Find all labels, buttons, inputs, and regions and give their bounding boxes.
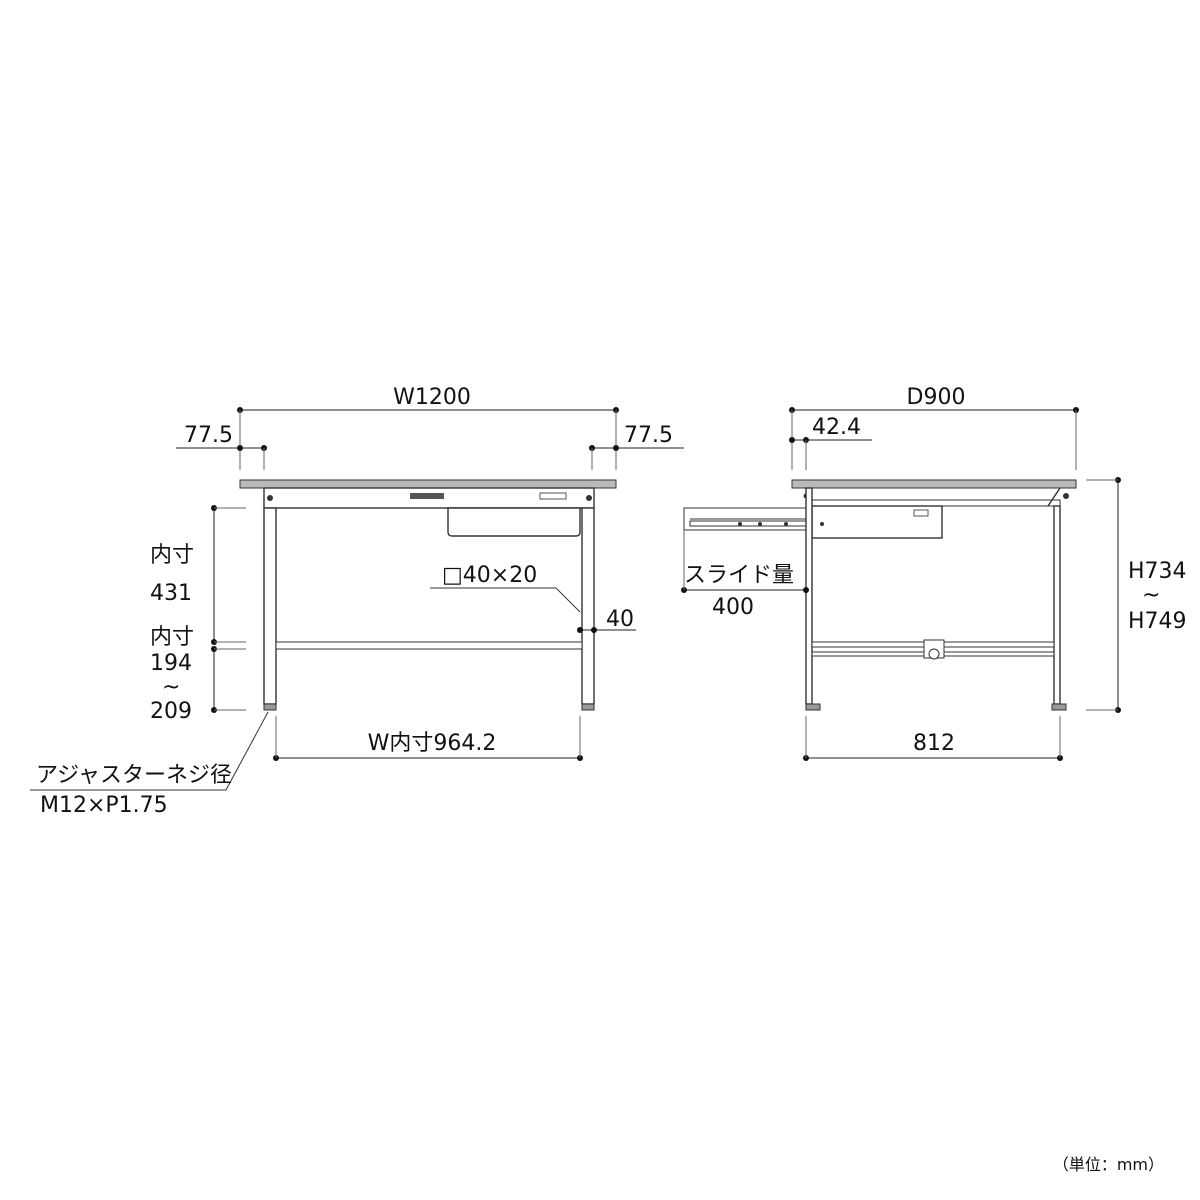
side-view: D900 42.4 スライド量 400 H734 ~ H749 812 xyxy=(681,385,1187,761)
front-drawer xyxy=(447,507,581,537)
front-leg-left xyxy=(263,507,277,705)
label-lower-inner-max: 209 xyxy=(150,699,192,724)
front-apron-bolt-left xyxy=(267,495,273,501)
side-drawer-rivet xyxy=(820,522,824,526)
leader-leg-section xyxy=(430,587,581,613)
front-leg-right xyxy=(581,507,595,705)
side-foot-front xyxy=(805,703,821,711)
label-w1200: W1200 xyxy=(393,385,471,410)
label-lower-inner-min: 194 xyxy=(150,651,192,676)
dim-dot xyxy=(591,627,597,633)
dim-dot xyxy=(613,445,619,451)
side-brace xyxy=(1047,487,1061,507)
label-left-offset: 77.5 xyxy=(184,423,233,448)
label-leg-width: 40 xyxy=(606,607,634,632)
dim-dot xyxy=(237,445,243,451)
side-leg-front xyxy=(805,487,813,705)
side-slide-rail-ball xyxy=(758,522,762,526)
front-apron-sticker xyxy=(539,492,567,500)
label-height-tilde: ~ xyxy=(1142,583,1160,608)
leader-adjuster xyxy=(30,711,269,791)
label-lower-inner-tilde: ~ xyxy=(162,675,180,700)
front-foot-left xyxy=(263,703,277,711)
side-slide-rail-ball xyxy=(738,522,742,526)
label-slide-value: 400 xyxy=(712,595,754,620)
side-tabletop xyxy=(791,479,1077,489)
label-leg-section: □40×20 xyxy=(442,563,537,588)
side-frame-bolt xyxy=(1063,493,1069,499)
label-height-min: H734 xyxy=(1128,559,1187,584)
label-inner-height-title: 内寸 xyxy=(150,543,194,568)
front-tabletop xyxy=(239,479,617,489)
label-inner-width: W内寸964.2 xyxy=(368,731,497,756)
side-slide-rail-inner xyxy=(689,520,807,527)
label-right-offset: 77.5 xyxy=(624,423,673,448)
front-apron-label-plate xyxy=(410,493,444,499)
side-slide-rail-ball xyxy=(784,522,788,526)
label-depth: D900 xyxy=(907,385,966,410)
side-cord-hole xyxy=(928,648,940,660)
label-offset: 42.4 xyxy=(812,415,861,440)
front-lower-bar xyxy=(275,641,583,650)
unit-note: （単位：mm） xyxy=(1053,1155,1164,1174)
label-adjuster-value: M12×P1.75 xyxy=(40,793,168,818)
side-upper-frame xyxy=(811,499,1061,507)
dim-dot xyxy=(789,437,795,443)
front-foot-right xyxy=(581,703,595,711)
label-height-max: H749 xyxy=(1128,609,1187,634)
side-leg-back xyxy=(1053,505,1061,705)
dim-dot xyxy=(803,587,809,593)
label-adjuster-title: アジャスターネジ径 xyxy=(36,763,232,788)
front-view: W1200 77.5 77.5 内寸 431 内寸 194 ~ 209 □40 xyxy=(30,385,684,818)
label-inner-depth: 812 xyxy=(913,731,955,756)
front-apron-bolt-right xyxy=(586,495,592,501)
label-inner-height-value: 431 xyxy=(150,581,192,606)
dim-dot xyxy=(577,627,583,633)
label-lower-inner-title: 内寸 xyxy=(150,625,194,650)
side-foot-back xyxy=(1051,703,1067,711)
side-drawer-clip xyxy=(913,509,929,517)
label-slide-title: スライド量 xyxy=(684,563,794,588)
